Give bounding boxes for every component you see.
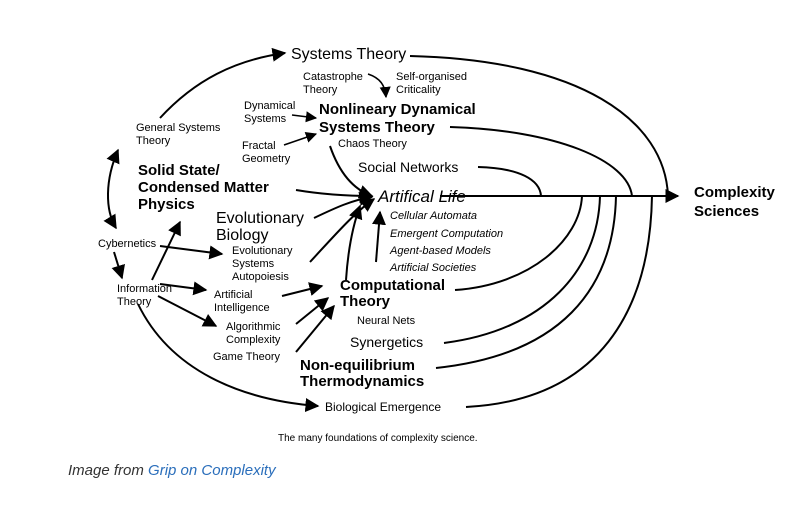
grip-on-complexity-link[interactable]: Grip on Complexity	[148, 462, 276, 479]
artificial-life-label: Artifical Life	[377, 187, 466, 206]
non-equilibrium-label-1: Non-equilibrium	[300, 357, 415, 374]
agent-based-models-label: Agent-based Models	[389, 245, 491, 257]
nonlinear-dynamical-label-1: Nonlineary Dynamical	[319, 101, 476, 118]
catastrophe-theory-label-2: Theory	[303, 84, 338, 96]
emergent-computation-label: Emergent Computation	[390, 228, 503, 240]
catastrophe-theory-label-1: Catastrophe	[303, 71, 363, 83]
synergetics-label: Synergetics	[350, 334, 423, 350]
solid-state-label-1: Solid State/	[138, 162, 221, 179]
dynamical-systems-label-2: Systems	[244, 113, 287, 125]
computational-theory-label-1: Computational	[340, 277, 445, 294]
dynamical-systems-label-1: Dynamical	[244, 100, 295, 112]
image-attribution: Image from Grip on Complexity	[68, 462, 276, 479]
complexity-foundations-diagram: Systems Theory Catastrophe Theory Self-o…	[98, 46, 776, 444]
information-theory-label-2: Theory	[117, 296, 152, 308]
artificial-intelligence-label-1: Artificial	[214, 289, 253, 301]
algorithmic-complexity-label-2: Complexity	[226, 334, 281, 346]
biological-emergence-label: Biological Emergence	[325, 400, 441, 414]
self-organised-label-1: Self-organised	[396, 71, 467, 83]
fractal-geometry-label-2: Geometry	[242, 153, 291, 165]
solid-state-label-2: Condensed Matter	[138, 179, 269, 196]
diagram-caption: The many foundations of complexity scien…	[278, 433, 478, 444]
artificial-societies-label: Artificial Societies	[389, 262, 477, 274]
evolutionary-biology-label-1: Evolutionary	[216, 210, 304, 227]
cellular-automata-label: Cellular Automata	[390, 210, 477, 222]
evolutionary-biology-label-2: Biology	[216, 227, 268, 244]
systems-theory-label: Systems Theory	[291, 46, 406, 63]
self-organised-label-2: Criticality	[396, 84, 441, 96]
attribution-prefix: Image from	[68, 462, 149, 479]
evolutionary-systems-label-1: Evolutionary	[232, 245, 293, 257]
connectors	[103, 47, 680, 413]
artificial-intelligence-label-2: Intelligence	[214, 302, 270, 314]
game-theory-label: Game Theory	[213, 351, 281, 363]
evolutionary-systems-label-2: Systems	[232, 258, 275, 270]
solid-state-label-3: Physics	[138, 196, 195, 213]
chaos-theory-label: Chaos Theory	[338, 138, 407, 150]
information-theory-label-1: Information	[117, 283, 172, 295]
computational-theory-label-2: Theory	[340, 293, 391, 310]
nonlinear-dynamical-label-2: Systems Theory	[319, 119, 436, 136]
general-systems-label-2: Theory	[136, 135, 171, 147]
evolutionary-systems-label-3: Autopoiesis	[232, 271, 289, 283]
complexity-sciences-label-2: Sciences	[694, 203, 759, 220]
general-systems-label-1: General Systems	[136, 122, 221, 134]
algorithmic-complexity-label-1: Algorithmic	[226, 321, 281, 333]
social-networks-label: Social Networks	[358, 159, 458, 175]
non-equilibrium-label-2: Thermodynamics	[300, 373, 424, 390]
cybernetics-label: Cybernetics	[98, 238, 157, 250]
fractal-geometry-label-1: Fractal	[242, 140, 276, 152]
neural-nets-label: Neural Nets	[357, 315, 416, 327]
complexity-sciences-label-1: Complexity	[694, 184, 776, 201]
